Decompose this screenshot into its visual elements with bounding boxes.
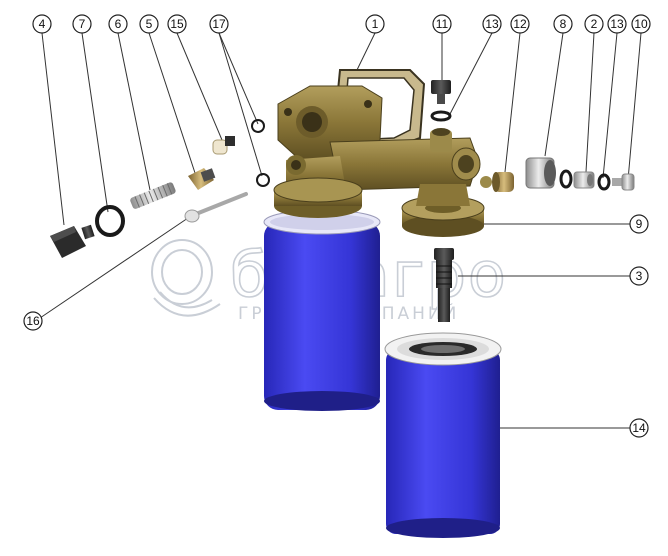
svg-text:13: 13: [485, 17, 499, 31]
callout-14: 14: [629, 418, 649, 438]
screw-part: [612, 173, 635, 191]
callout-3: 3: [629, 266, 649, 286]
callout-17: 17: [209, 14, 229, 34]
callout-12: 12: [510, 14, 530, 34]
valve-nut-part: [188, 168, 216, 190]
svg-text:11: 11: [436, 17, 449, 31]
callout-6: 6: [108, 14, 128, 34]
callout-11: 11: [432, 14, 452, 34]
svg-text:7: 7: [79, 17, 86, 31]
svg-text:4: 4: [39, 17, 46, 31]
watermark-logo-icon: [151, 239, 221, 317]
svg-text:16: 16: [26, 314, 40, 328]
filter-left: [263, 209, 381, 411]
svg-text:8: 8: [560, 17, 567, 31]
svg-text:5: 5: [146, 17, 153, 31]
small-ring-upper-part: [251, 119, 265, 133]
callout-10: 10: [631, 14, 651, 34]
svg-text:3: 3: [636, 269, 643, 283]
callout-15: 15: [167, 14, 187, 34]
ring-part: [559, 169, 573, 189]
svg-text:9: 9: [636, 217, 643, 231]
filter-right-part: [384, 332, 502, 538]
callout-16: 16: [23, 311, 43, 331]
stud-part: [434, 248, 454, 322]
callout-4: 4: [32, 14, 52, 34]
svg-text:13: 13: [610, 17, 624, 31]
filter-housing-part: [273, 69, 492, 237]
callout-5: 5: [139, 14, 159, 34]
valve-cap-part: [212, 136, 235, 155]
svg-text:15: 15: [170, 17, 184, 31]
sleeve-part: [573, 171, 595, 189]
bolt-part: [431, 80, 451, 104]
svg-text:10: 10: [634, 17, 648, 31]
svg-text:12: 12: [513, 17, 527, 31]
callout-2: 2: [584, 14, 604, 34]
svg-text:2: 2: [591, 17, 598, 31]
drain-plug-part: [50, 224, 95, 258]
svg-text:17: 17: [212, 17, 226, 31]
leader-lines: [39, 32, 642, 429]
callout-13-right: 13: [607, 14, 627, 34]
svg-text:1: 1: [372, 17, 379, 31]
svg-text:6: 6: [115, 17, 122, 31]
svg-text:14: 14: [632, 421, 646, 435]
washer-upper-part: [430, 110, 452, 122]
callout-1: 1: [365, 14, 385, 34]
callout-9: 9: [629, 214, 649, 234]
o-ring-part: [95, 205, 125, 237]
washer-right-part: [597, 173, 611, 191]
small-ring-lower-part: [256, 173, 270, 187]
fitting-part: [525, 157, 556, 189]
callout-13-upper: 13: [482, 14, 502, 34]
callout-8: 8: [553, 14, 573, 34]
valve-pin-part: [184, 192, 248, 223]
callout-7: 7: [72, 14, 92, 34]
threaded-rod-part: [130, 182, 176, 209]
plug-part: [492, 172, 514, 192]
